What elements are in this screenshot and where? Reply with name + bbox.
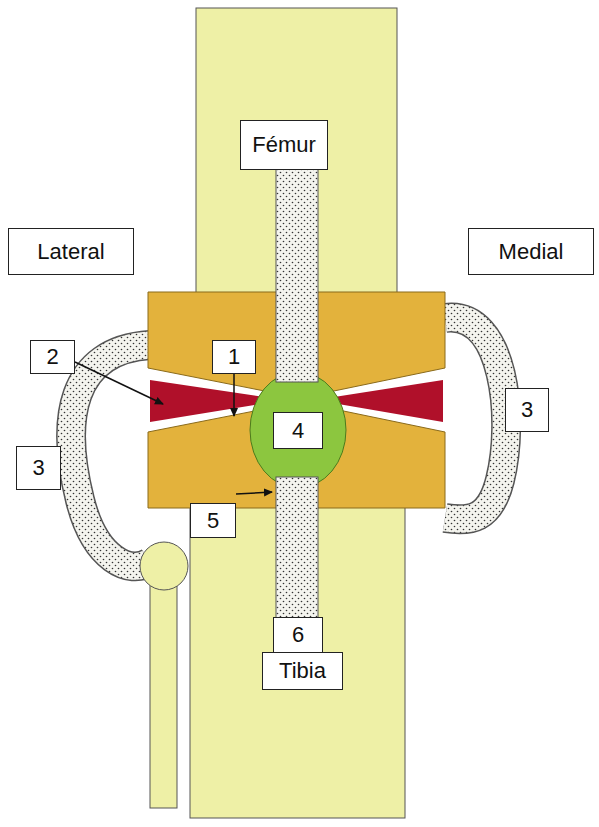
fibula-shaft [150, 560, 177, 808]
callout-number: 4 [273, 412, 323, 449]
side-label-text: Lateral [37, 239, 104, 265]
callout-number-text: 4 [292, 418, 304, 444]
medial-collateral-ligament [445, 318, 506, 520]
callout-number: 3 [505, 388, 549, 432]
part-label: Fémur [240, 120, 328, 170]
callout-number-text: 1 [228, 344, 240, 370]
part-label-text: Tibia [279, 658, 326, 684]
callout-number-text: 2 [46, 344, 58, 370]
part-label: Tibia [262, 652, 343, 690]
medial-collateral-outline [445, 318, 506, 520]
part-label-text: Fémur [252, 132, 316, 158]
upper-cruciate-ligament [276, 137, 318, 382]
callout-number-text: 6 [292, 622, 304, 648]
leader-arrow [236, 492, 272, 494]
leader-arrow [233, 374, 235, 416]
callout-number: 3 [16, 446, 61, 490]
callout-number-text: 5 [207, 508, 219, 534]
callout-number-text: 3 [32, 455, 44, 481]
central-synovial-space [250, 372, 346, 488]
callout-number: 6 [273, 617, 323, 653]
callout-number: 1 [212, 340, 256, 374]
side-label-text: Medial [499, 239, 564, 265]
side-label: Medial [468, 228, 594, 275]
callout-number: 2 [30, 340, 75, 374]
callout-number: 5 [190, 503, 236, 538]
fibula-head [140, 542, 188, 590]
leader-arrow [75, 362, 163, 404]
side-label: Lateral [8, 228, 134, 275]
callout-number-text: 3 [521, 397, 533, 423]
